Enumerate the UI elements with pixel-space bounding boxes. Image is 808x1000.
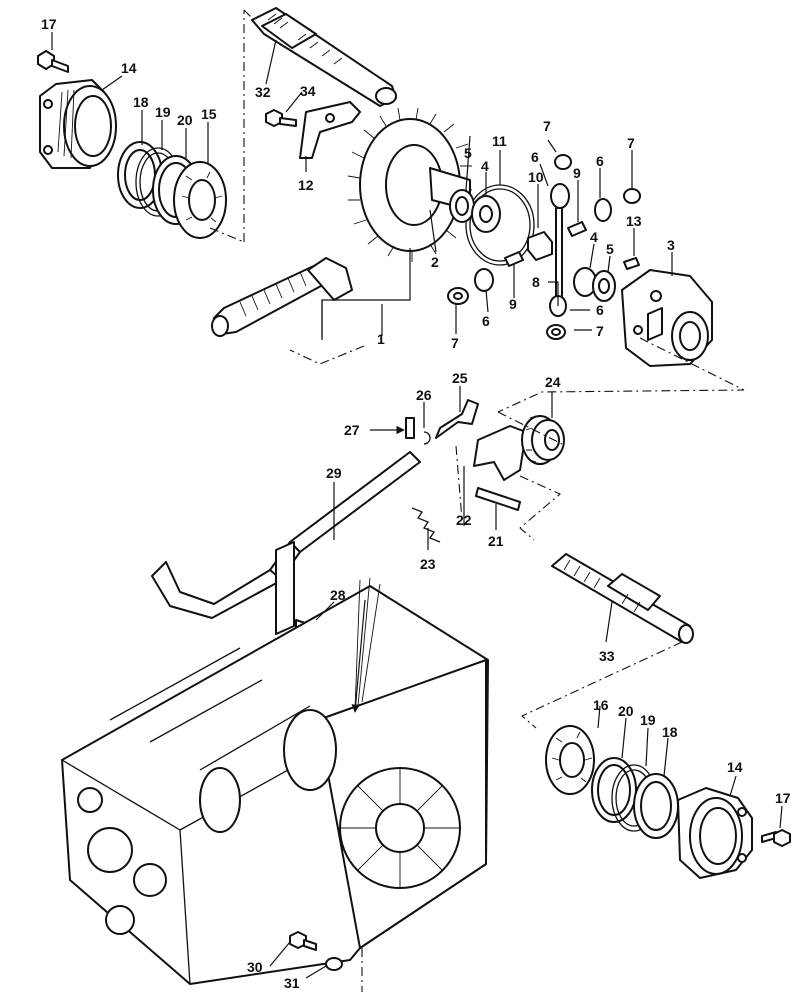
bearing-5-left [449, 189, 475, 223]
pin-13 [623, 257, 640, 270]
callout-21: 21 [488, 533, 504, 549]
transmission-housing [61, 577, 489, 985]
shift-rod-29 [151, 451, 421, 635]
callout-31: 31 [284, 975, 300, 991]
callout-6-right: 6 [596, 153, 604, 169]
cross-shaft-8 [555, 207, 563, 305]
bolt-17-bottom [761, 829, 791, 847]
bolt-30 [289, 931, 317, 951]
callout-19-bottom: 19 [640, 712, 656, 728]
callout-27: 27 [344, 422, 360, 438]
callout-7-left: 7 [451, 335, 459, 351]
callout-7-bottom: 7 [596, 323, 604, 339]
pinion-shaft-1 [211, 257, 353, 337]
callout-10: 10 [528, 169, 544, 185]
callout-9-top: 9 [573, 165, 581, 181]
fork-22 [473, 425, 527, 481]
pinion-gear-6-left [474, 268, 494, 292]
callout-22: 22 [456, 512, 472, 528]
callout-14-bottom: 14 [727, 759, 743, 775]
pin-9-left [504, 251, 524, 267]
callout-2: 2 [431, 254, 439, 270]
callout-32: 32 [255, 84, 271, 100]
bearing-retainer-14-bottom [677, 787, 753, 879]
callout-20-bottom: 20 [618, 703, 634, 719]
callout-24: 24 [545, 374, 561, 390]
callout-8: 8 [532, 274, 540, 290]
side-gear-4-left [471, 195, 501, 233]
callout-labels: 17 14 18 19 20 15 32 34 12 2 1 11 5 4 7 … [41, 16, 791, 991]
callout-12: 12 [298, 177, 314, 193]
shaft-33 [551, 553, 694, 644]
bearing-5-right [592, 270, 616, 302]
callout-28: 28 [330, 587, 346, 603]
callout-30: 30 [247, 959, 263, 975]
bolt-34 [265, 109, 297, 127]
callout-5-right: 5 [606, 241, 614, 257]
washer-7-left [447, 287, 469, 305]
coupler-24 [521, 415, 565, 465]
callout-18-top: 18 [133, 94, 149, 110]
callout-3: 3 [667, 237, 675, 253]
pinion-gear-6-top [550, 183, 570, 209]
bracket-12 [299, 101, 361, 159]
washer-7-right [623, 188, 641, 204]
callout-23: 23 [420, 556, 436, 572]
assembly-lines [209, 9, 745, 992]
callout-16: 16 [593, 697, 609, 713]
leader-lines [51, 32, 783, 979]
callout-33: 33 [599, 648, 615, 664]
bearing-15-top [173, 161, 227, 239]
callout-15: 15 [201, 106, 217, 122]
callout-4-right: 4 [590, 229, 598, 245]
callout-6-left: 6 [482, 313, 490, 329]
callout-34: 34 [300, 83, 316, 99]
bearing-retainer-14-top [39, 79, 117, 169]
pin-9-top [567, 221, 587, 237]
washer-31 [325, 957, 343, 971]
callout-6-bottom: 6 [596, 302, 604, 318]
callout-13: 13 [626, 213, 642, 229]
callout-6-top: 6 [531, 149, 539, 165]
bolt-17-top [37, 50, 69, 73]
differential-case-3 [621, 269, 713, 367]
seal-18-bottom [633, 773, 679, 839]
callout-1: 1 [377, 331, 385, 347]
callout-19-top: 19 [155, 104, 171, 120]
callout-20-top: 20 [177, 112, 193, 128]
block-10 [527, 231, 553, 261]
lever-25 [435, 399, 479, 439]
washer-7-bottom [546, 324, 566, 340]
spring-23 [411, 507, 441, 543]
ring-gear-2 [347, 107, 473, 262]
callout-17-top: 17 [41, 16, 57, 32]
pinion-gear-6-right [594, 198, 612, 222]
callout-5-top: 5 [464, 145, 472, 161]
washer-7-top [554, 154, 572, 170]
callout-7-top: 7 [543, 118, 551, 134]
rod-21 [475, 487, 521, 511]
callout-29: 29 [326, 465, 342, 481]
clip-26 [423, 431, 431, 445]
callout-9-left: 9 [509, 296, 517, 312]
shaft-32 [251, 7, 397, 107]
bearing-16 [545, 725, 595, 795]
callout-11: 11 [492, 133, 507, 149]
callout-14-top: 14 [121, 60, 137, 76]
callout-25: 25 [452, 370, 468, 386]
callout-4-top: 4 [481, 158, 489, 174]
pin-27 [405, 417, 415, 439]
callout-17-bottom: 17 [775, 790, 791, 806]
callout-7-right: 7 [627, 135, 635, 151]
callout-18-bottom: 18 [662, 724, 678, 740]
callout-26: 26 [416, 387, 432, 403]
